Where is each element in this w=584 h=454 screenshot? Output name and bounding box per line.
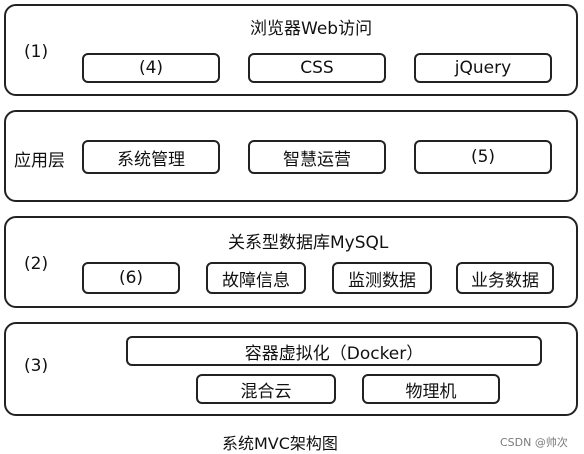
infra-box-hybrid-cloud: 混合云: [196, 374, 336, 404]
browser-box-4: (4): [82, 53, 220, 83]
db-box-fault-info: 故障信息: [206, 262, 306, 294]
db-box-monitoring-data: 监测数据: [332, 262, 432, 294]
browser-layer-marker: (1): [24, 42, 49, 62]
app-box-smart-operation: 智慧运营: [248, 140, 386, 174]
infra-layer-marker: (3): [24, 356, 49, 376]
browser-box-jquery: jQuery: [414, 53, 552, 83]
watermark: CSDN @帅次: [500, 436, 568, 449]
application-layer-label: 应用层: [14, 151, 65, 171]
browser-layer-title: 浏览器Web访问: [250, 19, 373, 39]
db-box-business-data: 业务数据: [456, 262, 554, 294]
diagram-caption: 系统MVC架构图: [222, 434, 338, 453]
database-layer-title: 关系型数据库MySQL: [228, 233, 389, 253]
infra-box-docker: 容器虚拟化（Docker）: [126, 336, 542, 366]
db-box-6: (6): [82, 262, 180, 294]
infra-box-physical-machine: 物理机: [362, 374, 500, 404]
database-layer-marker: (2): [24, 254, 49, 274]
app-box-system-management: 系统管理: [82, 140, 220, 174]
browser-box-css: CSS: [248, 53, 386, 83]
app-box-5: (5): [414, 140, 552, 174]
